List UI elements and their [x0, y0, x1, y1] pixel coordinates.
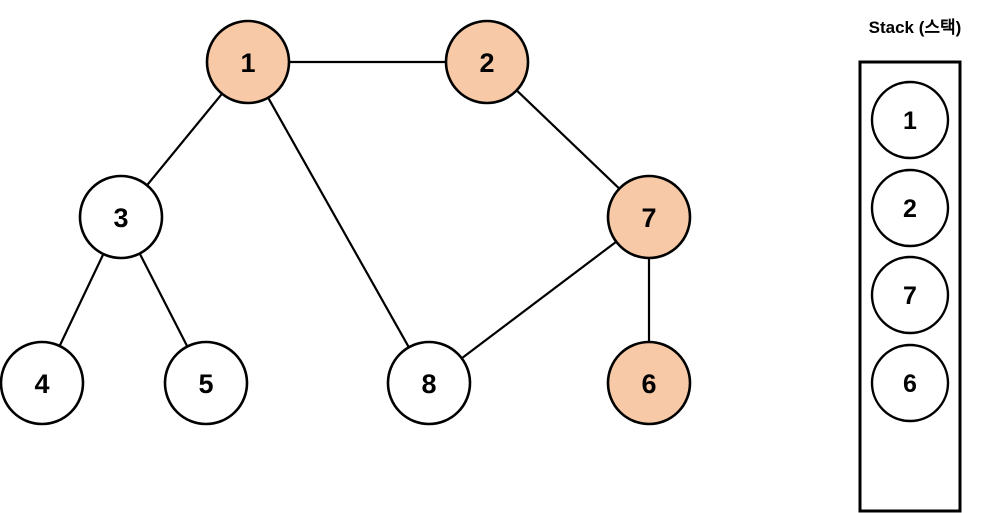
graph-nodes-layer: 1 2 3 7 4 5 8 6: [0, 19, 692, 426]
graph-node-7[interactable]: 7: [606, 174, 692, 260]
graph-node-label-5: 5: [198, 369, 213, 399]
graph-node-2[interactable]: 2: [444, 19, 530, 105]
graph-node-6[interactable]: 6: [606, 340, 692, 426]
graph-node-circle-7[interactable]: [606, 174, 692, 260]
graph-node-1[interactable]: 1: [205, 19, 291, 105]
graph-edge-2-7: [514, 88, 622, 191]
stack-item-circle-6[interactable]: [870, 343, 950, 423]
graph-edge-3-4: [57, 251, 106, 349]
graph-node-circle-8[interactable]: [386, 340, 472, 426]
graph-node-label-8: 8: [421, 369, 436, 399]
graph-edge-3-5: [137, 251, 190, 349]
graph-node-4[interactable]: 4: [0, 340, 85, 426]
graph-node-3[interactable]: 3: [78, 174, 164, 260]
stack-panel-title: Stack (스택): [868, 18, 962, 37]
graph-node-8[interactable]: 8: [386, 340, 472, 426]
graph-edge-1-3: [144, 91, 225, 188]
stack-item-6[interactable]: 6: [870, 343, 950, 423]
stack-layer: 1 2 7 6: [858, 60, 962, 513]
graph-node-circle-2[interactable]: [444, 19, 530, 105]
stack-item-label-7: 7: [903, 282, 917, 310]
stack-item-7[interactable]: 7: [870, 255, 950, 335]
graph-edge-1-8: [266, 95, 411, 350]
graph-node-label-6: 6: [641, 369, 656, 399]
graph-node-circle-1[interactable]: [205, 19, 291, 105]
graph-node-label-7: 7: [641, 203, 656, 233]
stack-item-circle-1[interactable]: [870, 80, 950, 160]
stack-item-circle-2[interactable]: [870, 168, 950, 248]
graph-edges-layer: [57, 60, 651, 361]
stack-item-label-1: 1: [903, 107, 917, 135]
stack-item-circle-7[interactable]: [870, 255, 950, 335]
stack-item-1[interactable]: 1: [870, 80, 950, 160]
graph-node-label-1: 1: [240, 48, 255, 78]
stack-item-2[interactable]: 2: [870, 168, 950, 248]
graph-node-circle-3[interactable]: [78, 174, 164, 260]
graph-node-5[interactable]: 5: [163, 340, 249, 426]
stack-container-box: [858, 60, 962, 513]
graph-node-label-4: 4: [34, 369, 49, 399]
graph-node-circle-4[interactable]: [0, 340, 85, 426]
stack-item-label-6: 6: [903, 370, 917, 398]
graph-edge-7-8: [459, 239, 619, 361]
graph-node-label-3: 3: [113, 203, 128, 233]
graph-node-circle-6[interactable]: [606, 340, 692, 426]
graph-node-circle-5[interactable]: [163, 340, 249, 426]
stack-item-label-2: 2: [903, 195, 917, 223]
graph-node-label-2: 2: [479, 48, 494, 78]
